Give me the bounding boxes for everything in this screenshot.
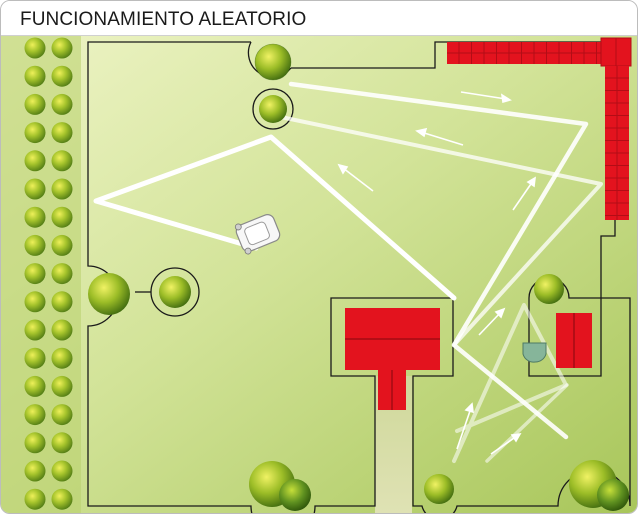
title-bar: FUNCIONAMIENTO ALEATORIO: [1, 1, 637, 36]
direction-arrow-icon: [478, 307, 506, 336]
mower-path-primary: [93, 134, 457, 301]
round-shrub-icon: [24, 488, 46, 510]
mower-path-tertiary: [274, 114, 603, 347]
round-shrub-icon: [24, 460, 46, 482]
round-shrub-icon: [24, 150, 46, 172]
tree-icon: [88, 273, 130, 315]
house-icon: [345, 308, 440, 410]
tree-icon: [534, 274, 564, 304]
round-shrub-icon: [51, 93, 73, 115]
round-shrub-icon: [51, 122, 73, 144]
mower-paths: [93, 81, 603, 463]
round-shrub-icon: [51, 404, 73, 426]
round-shrub-icon: [24, 263, 46, 285]
round-shrub-icon: [51, 206, 73, 228]
direction-arrow-icon: [490, 433, 522, 455]
round-shrub-icon: [24, 37, 46, 59]
robot-mower-icon: [234, 214, 281, 255]
round-shrub-icon: [51, 37, 73, 59]
round-shrub-icon: [51, 291, 73, 313]
trees: [88, 43, 629, 511]
mower-path-secondary: [288, 81, 589, 440]
tree-icon: [249, 461, 311, 511]
round-shrub-icon: [24, 291, 46, 313]
round-shrub-icon: [51, 460, 73, 482]
direction-arrow-icon: [512, 176, 536, 211]
direction-arrow-icon: [460, 91, 512, 104]
round-shrub-icon: [51, 263, 73, 285]
shed-row-top: [447, 37, 632, 67]
tree-icon: [424, 474, 454, 504]
tree-icon: [159, 276, 191, 308]
boundary-island-top: [252, 88, 294, 130]
round-shrub-icon: [51, 234, 73, 256]
round-shrub-icon: [24, 432, 46, 454]
garden-illustration: [1, 36, 637, 513]
round-shrub-icon: [24, 206, 46, 228]
round-shrub-icon: [24, 375, 46, 397]
round-shrub-icon: [51, 319, 73, 341]
direction-arrow-icon: [415, 127, 464, 146]
round-shrub-icon: [51, 432, 73, 454]
round-shrub-icon: [51, 375, 73, 397]
round-shrub-icon: [51, 347, 73, 369]
round-shrub-icon: [24, 122, 46, 144]
round-shrub-icon: [24, 347, 46, 369]
lawn-background: [1, 36, 637, 513]
tree-icon: [254, 43, 292, 81]
round-shrub-icon: [51, 488, 73, 510]
tree-icon: [259, 95, 287, 123]
round-shrub-icon: [24, 234, 46, 256]
hedge-left: [24, 37, 73, 510]
charging-station-icon: [522, 342, 547, 363]
boundary-outline: [87, 41, 631, 513]
direction-arrow-icon: [456, 402, 474, 450]
round-shrub-icon: [51, 178, 73, 200]
tree-icon: [569, 460, 629, 511]
round-shrub-icon: [24, 178, 46, 200]
round-shrub-icon: [24, 93, 46, 115]
shed-icon: [556, 313, 592, 368]
shed-row-right: [605, 66, 629, 220]
direction-arrows: [337, 91, 536, 455]
round-shrub-icon: [24, 65, 46, 87]
direction-arrow-icon: [337, 163, 374, 192]
round-shrub-icon: [51, 150, 73, 172]
diagram-title: FUNCIONAMIENTO ALEATORIO: [20, 9, 307, 30]
round-shrub-icon: [24, 319, 46, 341]
garden-scene: [1, 36, 637, 513]
round-shrub-icon: [24, 404, 46, 426]
round-shrub-icon: [51, 65, 73, 87]
